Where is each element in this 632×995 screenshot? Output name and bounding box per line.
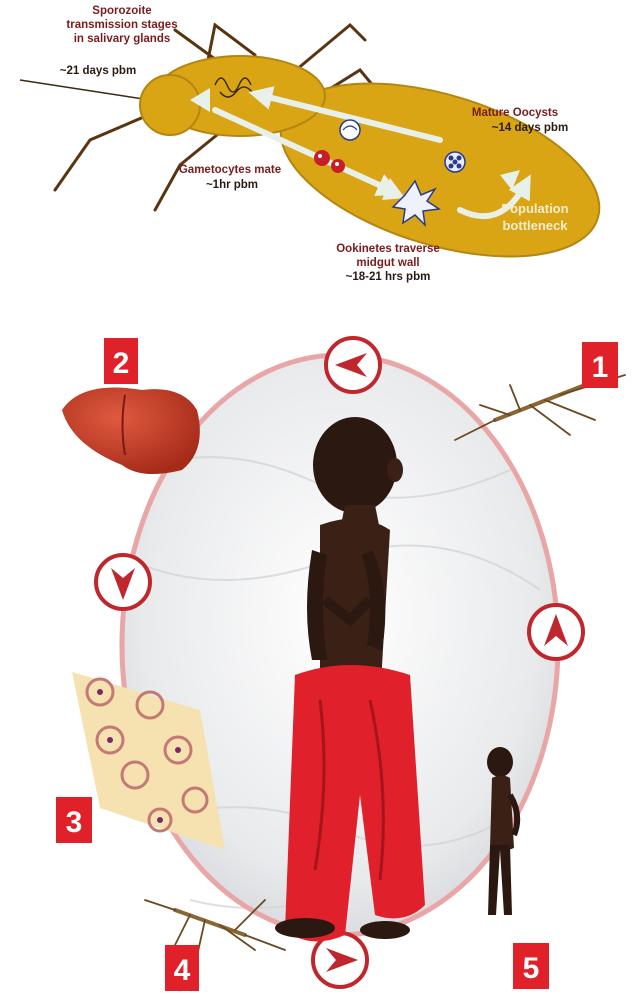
mature-oocyst-icon — [445, 152, 465, 172]
svg-text:3: 3 — [66, 806, 83, 839]
label-bottleneck-line1: Population — [501, 201, 568, 216]
svg-text:1: 1 — [592, 351, 609, 384]
label-sporozoite-title: Sporozoite — [92, 5, 151, 17]
oocyst-icon — [340, 120, 360, 140]
arrow-marker-left — [96, 555, 150, 609]
label-sporozoite-time: ~21 days pbm — [60, 65, 136, 77]
label-sporozoite-line2: transmission stages — [66, 19, 177, 31]
label-gametocytes-title: Gametocytes mate — [179, 164, 281, 176]
step-badge-1: 1 — [582, 342, 618, 388]
label-gametocytes-time: ~1hr pbm — [206, 179, 258, 191]
proboscis — [20, 80, 150, 100]
label-oocysts-time: ~14 days pbm — [492, 122, 568, 134]
svg-text:2: 2 — [113, 347, 130, 380]
label-ookinetes-line2: midgut wall — [356, 257, 419, 269]
label-bottleneck-line2: bottleneck — [502, 218, 568, 233]
step-badge-2: 2 — [104, 338, 138, 384]
step-badge-4: 4 — [165, 945, 199, 991]
label-ookinetes-title: Ookinetes traverse — [336, 243, 440, 255]
svg-text:5: 5 — [523, 952, 540, 985]
step-badge-5: 5 — [513, 943, 549, 989]
human-cycle-diagram: 1 2 3 4 5 — [0, 300, 632, 995]
svg-text:4: 4 — [174, 954, 191, 987]
mosquito-stage-diagram: Sporozoite transmission stages in saliva… — [0, 0, 632, 300]
label-oocysts-title: Mature Oocysts — [472, 107, 558, 119]
label-ookinetes-time: ~18-21 hrs pbm — [346, 271, 431, 283]
arrow-marker-top — [326, 338, 380, 392]
arrow-marker-right — [529, 605, 583, 659]
liver-icon — [62, 388, 200, 475]
step-badge-3: 3 — [56, 797, 92, 843]
label-sporozoite-line3: in salivary glands — [74, 33, 171, 45]
